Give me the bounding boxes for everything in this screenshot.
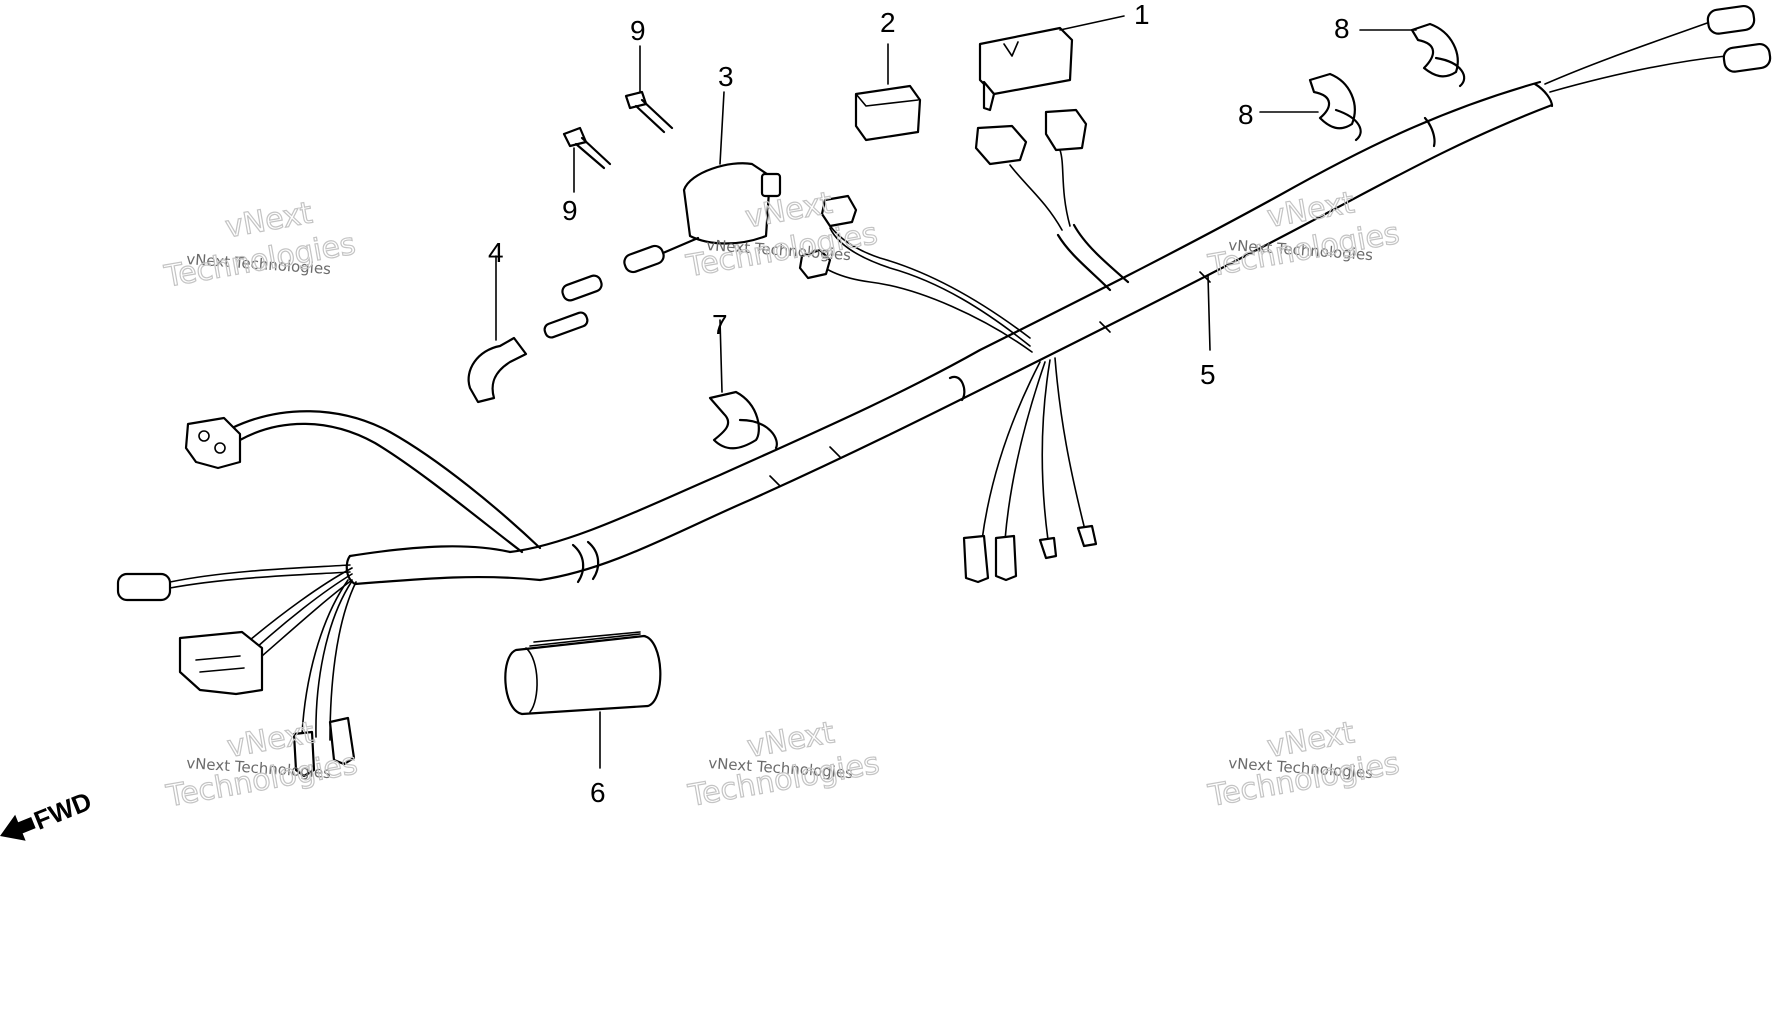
left-harness-end <box>116 554 357 778</box>
callout-8-upper: 8 <box>1334 13 1350 44</box>
forward-arrow-icon <box>0 814 36 841</box>
callout-6: 6 <box>590 777 606 808</box>
part-5-leader <box>1207 275 1211 351</box>
callout-4: 4 <box>488 237 504 268</box>
part-2-relay <box>854 43 922 142</box>
right-end-wires <box>1544 4 1772 93</box>
watermark-bottom-right: vNext Technologies vNext Technologies <box>1205 715 1403 815</box>
part-9-screw-upper <box>624 45 674 134</box>
part-9-screw-lower <box>562 126 612 193</box>
callout-2: 2 <box>880 7 896 38</box>
part-4-spark-plug-cap <box>467 255 589 404</box>
part-8-clamp-lower <box>1259 72 1362 142</box>
watermark-bottom-center: vNext Technologies vNext Technologies <box>685 715 883 815</box>
callout-5: 5 <box>1200 359 1216 390</box>
callout-9-upper: 9 <box>630 15 646 46</box>
part-6-protective-tube <box>504 631 662 769</box>
part-3-ignition-coil <box>561 91 782 302</box>
forward-label: FWD <box>30 786 96 836</box>
upper-left-branch <box>184 410 542 554</box>
callout-3: 3 <box>718 61 734 92</box>
callout-1: 1 <box>1134 0 1150 30</box>
callout-7: 7 <box>712 309 728 340</box>
callout-9-lower: 9 <box>562 195 578 226</box>
middle-upper-branch <box>798 194 1033 353</box>
upper-right-branch <box>974 108 1130 292</box>
part-1-cdi-unit <box>978 15 1125 112</box>
forward-direction-indicator: FWD <box>0 786 96 841</box>
callout-8-lower: 8 <box>1238 99 1254 130</box>
callout-labels: 1 2 3 4 5 6 7 8 8 9 9 <box>488 0 1350 808</box>
watermark-top-right: vNext Technologies vNext Technologies <box>1205 185 1403 285</box>
middle-lower-wires <box>962 357 1098 584</box>
watermark-top-left: vNext Technologies vNext Technologies <box>161 195 359 295</box>
main-harness <box>348 80 1554 586</box>
part-8-clamp-upper <box>1359 22 1466 88</box>
part-7-harness-clamp <box>708 319 778 450</box>
